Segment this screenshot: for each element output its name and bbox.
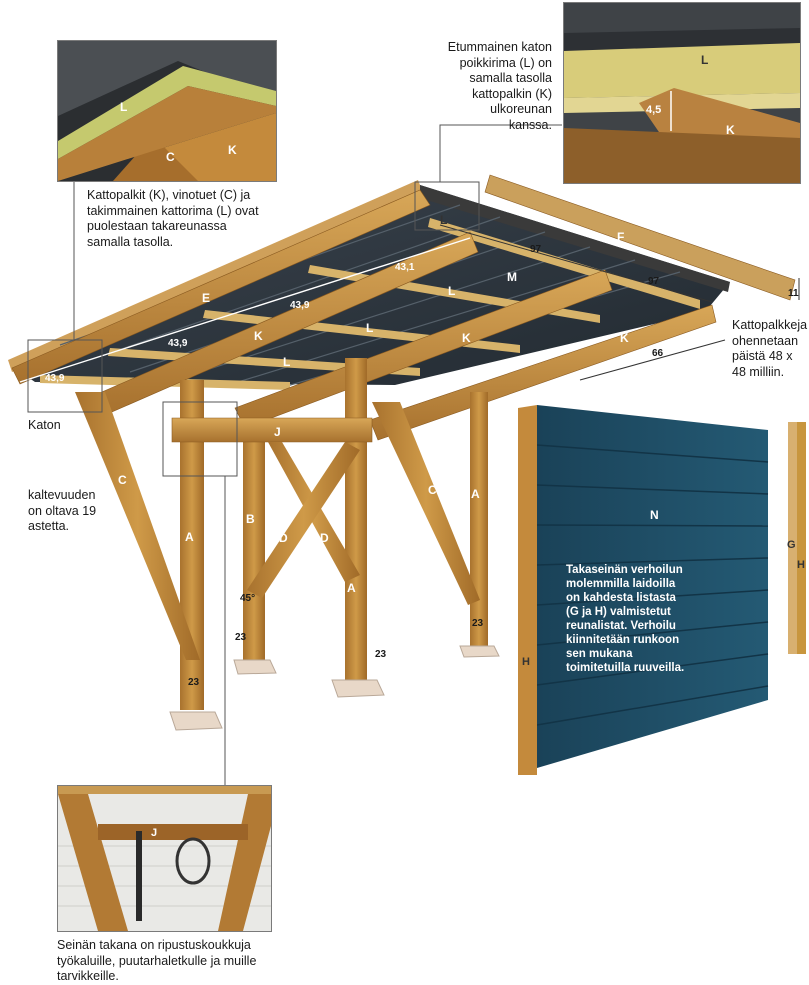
caption-right-beam: Kattopalkkeja ohennetaan päistä 48 x 48 …	[732, 318, 808, 379]
dim-43-9-b: 43,9	[168, 338, 188, 349]
leader-lines	[27, 124, 562, 785]
wall-boards	[536, 444, 769, 726]
dim-11: 11	[788, 288, 799, 299]
roof-front-edge	[420, 185, 730, 292]
label-F: F	[617, 230, 624, 244]
trim-G	[788, 422, 797, 654]
label-H-trim: H	[797, 559, 805, 571]
post-A-back-right	[470, 392, 488, 647]
front-dimension-line	[439, 224, 726, 381]
inset-tr-label-K: K	[726, 123, 735, 137]
inset-bottom-label-J: J	[151, 827, 157, 839]
dim-23-d: 23	[235, 632, 247, 643]
beam-J	[171, 417, 373, 443]
dim-23-a: 23	[188, 677, 200, 688]
dim-97-a: 97	[530, 244, 542, 255]
caption-top-left: Kattopalkit (K), vinotuet (C) ja takimma…	[87, 188, 259, 249]
label-E: E	[202, 291, 210, 305]
caption-left-a: Katon	[28, 418, 61, 432]
dim-23-c: 23	[472, 618, 484, 629]
dim-66: 66	[652, 348, 664, 359]
rafter-dimension-line	[19, 237, 471, 383]
inset-tl-label-K: K	[228, 143, 237, 157]
inset-tr-dim-4-5: 4,5	[646, 104, 661, 116]
post-A-front-mid	[345, 358, 367, 683]
label-K2: K	[462, 331, 471, 345]
board-F	[484, 174, 796, 301]
label-C-right: C	[428, 483, 437, 497]
inset-tl-label-C: C	[166, 150, 175, 164]
strut-C-left	[75, 392, 200, 660]
dim-97-b: 97	[648, 276, 660, 287]
rafter-E	[11, 189, 431, 385]
dim-43-9-a: 43,9	[290, 300, 310, 311]
caption-top-right: Etummainen katon poikkirima (L) on samal…	[447, 40, 552, 132]
strut-C-right	[372, 402, 480, 605]
label-C-left: C	[118, 473, 127, 487]
label-L1: L	[440, 213, 447, 227]
dim-43-1: 43,1	[395, 262, 415, 273]
footings	[169, 645, 500, 731]
label-H-wall: H	[522, 656, 530, 668]
inset-tl-label-L: L	[120, 100, 127, 114]
label-M: M	[507, 270, 517, 284]
dim-23-b: 23	[375, 649, 387, 660]
label-K3: K	[620, 331, 629, 345]
label-K1: K	[254, 329, 263, 343]
caption-bottom: Seinän takana on ripustuskoukkuja työkal…	[57, 938, 257, 983]
label-L5: L	[227, 386, 234, 400]
caption-wall: Takaseinän verhoilun molemmilla laidoill…	[566, 564, 685, 674]
inset-hooks-detail: J	[57, 785, 272, 932]
inset-hooks-svg: J	[58, 786, 271, 931]
roof-edge	[8, 180, 422, 372]
label-L2: L	[448, 284, 455, 298]
label-A1: A	[185, 530, 194, 544]
label-L3: L	[366, 321, 373, 335]
trim-H-wall	[518, 405, 537, 775]
label-A2: A	[347, 581, 356, 595]
label-G: G	[787, 539, 796, 551]
post-B	[243, 420, 265, 665]
caption-left-b: kaltevuuden on oltava 19 astetta.	[28, 488, 97, 533]
label-D2: D	[320, 531, 329, 545]
inset-rafter-back-detail: L C K	[57, 40, 277, 182]
dim-43-9-c: 43,9	[45, 373, 65, 384]
label-B: B	[246, 512, 255, 526]
inset-front-lath-svg: L K 4,5	[564, 3, 800, 183]
rafter-K3	[369, 304, 717, 441]
label-L4: L	[283, 355, 290, 369]
inset-tr-label-L: L	[701, 53, 708, 67]
label-N: N	[650, 508, 659, 522]
label-A3: A	[471, 487, 480, 501]
trim-H	[797, 422, 806, 654]
label-J: J	[274, 425, 281, 439]
brace-D2	[247, 442, 360, 598]
inset-front-lath-detail: L K 4,5	[563, 2, 801, 184]
label-D1: D	[279, 531, 288, 545]
dim-angle-45: 45°	[240, 593, 255, 604]
inset-rafter-back-svg: L C K	[58, 41, 276, 181]
